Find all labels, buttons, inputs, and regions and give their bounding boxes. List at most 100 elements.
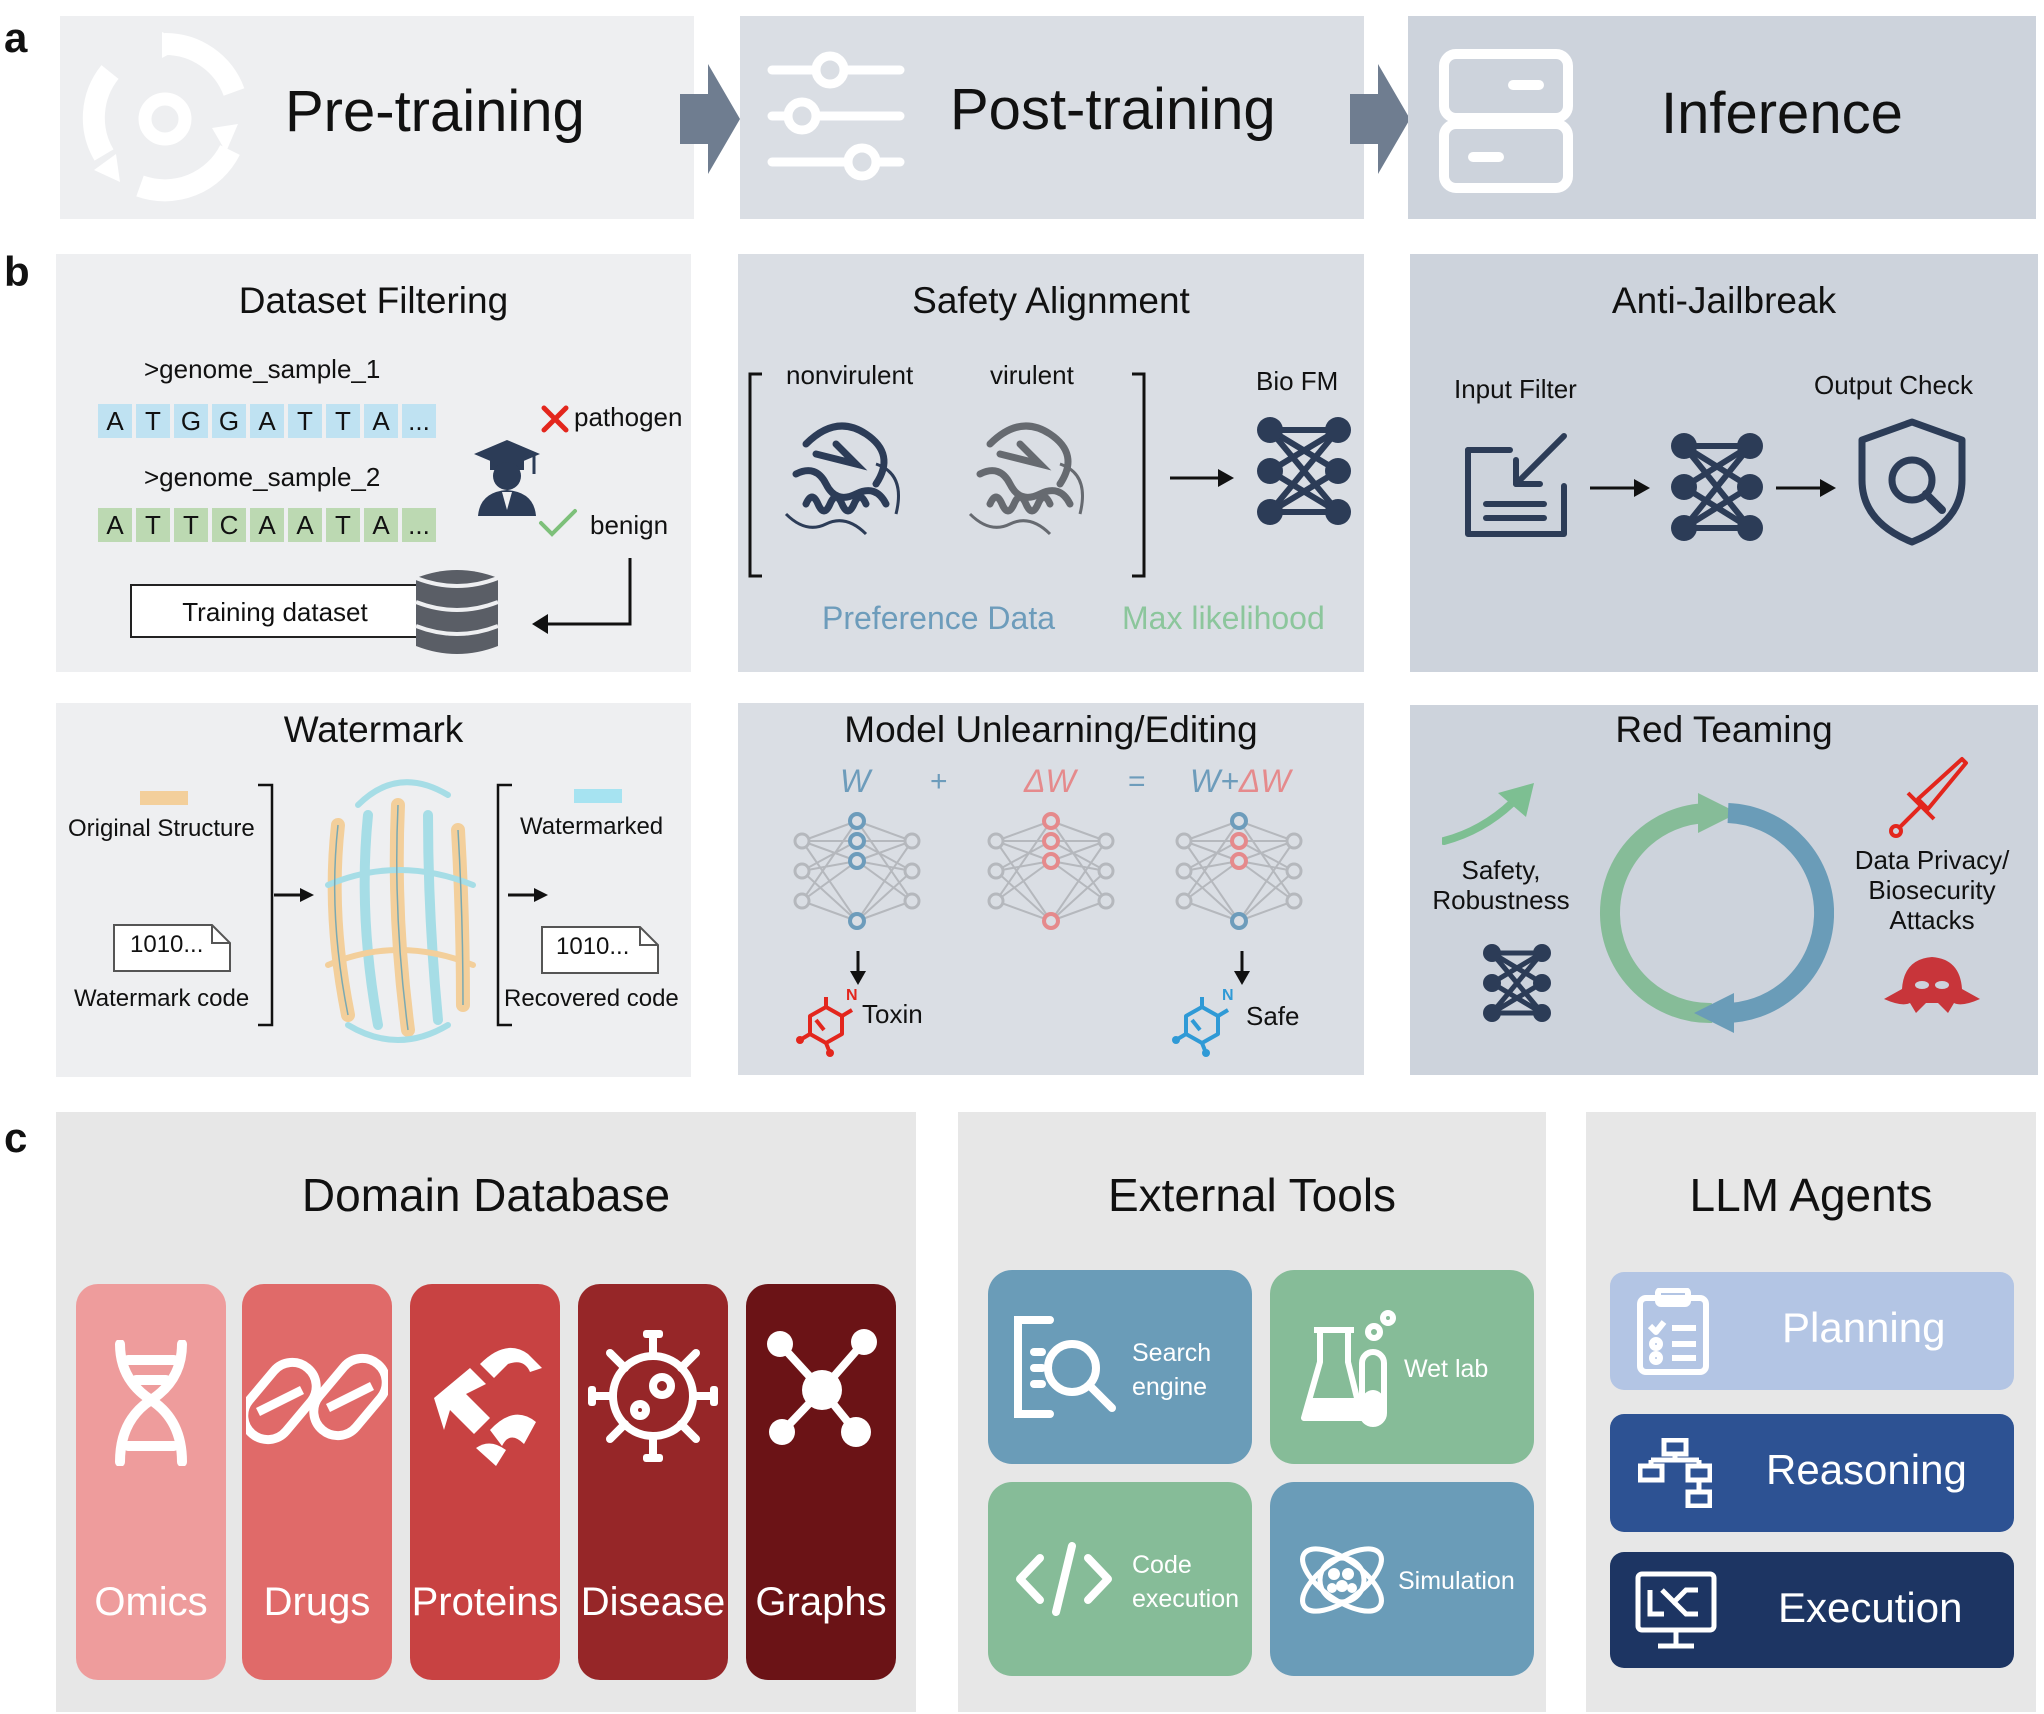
base: T bbox=[174, 508, 208, 542]
virulent-label: virulent bbox=[990, 360, 1074, 390]
base: ... bbox=[402, 508, 436, 542]
return-arrow-icon bbox=[532, 558, 632, 634]
bracket-left-icon bbox=[496, 783, 512, 1027]
database-icon bbox=[415, 570, 499, 654]
section-label-b: b bbox=[4, 248, 30, 295]
dataset-filtering-panel: Dataset Filtering >genome_sample_1 A T G… bbox=[56, 254, 691, 672]
neural-network-icon bbox=[1257, 417, 1351, 525]
arrow-down-icon bbox=[1234, 951, 1250, 985]
preference-data-label: Preference Data bbox=[822, 600, 1056, 636]
privacy-line-3: Attacks bbox=[1889, 905, 1975, 935]
section-label-a: a bbox=[4, 14, 28, 61]
bracket-right-icon bbox=[1132, 372, 1146, 578]
toxin-molecule-icon bbox=[796, 997, 854, 1057]
external-tools-panel: External Tools Search engine bbox=[958, 1112, 1546, 1712]
db-card-label: Proteins bbox=[411, 1580, 559, 1624]
db-card-proteins[interactable]: Proteins bbox=[410, 1284, 560, 1680]
base: G bbox=[174, 404, 208, 438]
arrow-right-icon bbox=[680, 64, 740, 174]
base: A bbox=[364, 508, 398, 542]
inference-panel: Inference bbox=[1408, 16, 2036, 219]
db-card-label: Graphs bbox=[755, 1580, 887, 1624]
anti-jailbreak-title: Anti-Jailbreak bbox=[1611, 280, 1837, 321]
section-label-c: c bbox=[4, 1114, 28, 1161]
anti-jailbreak-panel: Anti-Jailbreak Input Filter Output Check bbox=[1410, 254, 2038, 672]
watermarked-color-swatch bbox=[574, 789, 622, 803]
neural-network-icon bbox=[1671, 433, 1763, 541]
db-card-drugs[interactable]: Drugs bbox=[242, 1284, 392, 1680]
protein-icon bbox=[434, 1347, 542, 1466]
search-engine-label: Search engine bbox=[1132, 1336, 1211, 1404]
code-line-2: execution bbox=[1132, 1585, 1240, 1613]
trend-up-icon bbox=[1442, 783, 1534, 845]
base: A bbox=[98, 404, 132, 438]
biofm-label: Bio FM bbox=[1256, 366, 1339, 396]
llm-agents-panel: LLM Agents Planning bbox=[1586, 1112, 2036, 1712]
privacy-line-2: Biosecurity bbox=[1868, 875, 1996, 905]
genome-sample-1: >genome_sample_1 bbox=[144, 354, 381, 384]
unlearning-title: Model Unlearning/Editing bbox=[844, 709, 1258, 750]
w-plus-delta-label: W+ΔW bbox=[1190, 763, 1291, 799]
clipboard-icon bbox=[1637, 1288, 1709, 1375]
db-card-label: Disease bbox=[580, 1580, 726, 1624]
lab-flask-icon bbox=[1301, 1310, 1396, 1427]
input-document-icon bbox=[1465, 433, 1567, 537]
original-structure-label: Original Structure bbox=[68, 815, 255, 842]
cycle-arrows-icon bbox=[1600, 793, 1834, 1033]
agent-execution[interactable]: Execution bbox=[1610, 1552, 2014, 1668]
protein-structure-icon bbox=[784, 422, 900, 536]
base: ... bbox=[402, 404, 436, 438]
max-likelihood-label: Max likelihood bbox=[1122, 600, 1325, 636]
tool-simulation[interactable]: Simulation bbox=[1270, 1482, 1534, 1676]
base: T bbox=[288, 404, 322, 438]
pathogen-label: pathogen bbox=[574, 402, 683, 432]
agent-planning[interactable]: Planning bbox=[1610, 1272, 2014, 1390]
server-icon bbox=[1439, 49, 1573, 193]
training-dataset-label: Training dataset bbox=[182, 597, 368, 627]
pretraining-label: Pre-training bbox=[285, 79, 585, 144]
cross-icon bbox=[541, 405, 569, 433]
nonvirulent-label: nonvirulent bbox=[786, 360, 914, 390]
code-file-icon bbox=[113, 924, 231, 972]
db-card-disease[interactable]: Disease bbox=[578, 1284, 728, 1680]
code-file-icon bbox=[541, 926, 659, 974]
code-line-1: Code bbox=[1132, 1551, 1192, 1579]
sword-icon bbox=[1889, 757, 1968, 838]
safe-label: Safe bbox=[1246, 1001, 1300, 1031]
tool-wet-lab[interactable]: Wet lab bbox=[1270, 1270, 1534, 1464]
tool-search-engine[interactable]: Search engine bbox=[988, 1270, 1252, 1464]
search-line-2: engine bbox=[1132, 1373, 1208, 1401]
base: G bbox=[212, 404, 246, 438]
expert-icon bbox=[474, 440, 540, 516]
base: T bbox=[326, 404, 360, 438]
watermark-title: Watermark bbox=[283, 709, 464, 750]
tool-code-execution[interactable]: Code execution bbox=[988, 1482, 1252, 1676]
robustness-label: Robustness bbox=[1432, 885, 1570, 915]
safety-alignment-panel: Safety Alignment nonvirulent virulent bbox=[738, 254, 1364, 672]
hacker-icon bbox=[1884, 957, 1980, 1013]
simulation-label: Simulation bbox=[1398, 1567, 1515, 1595]
shield-search-icon bbox=[1858, 418, 1966, 546]
search-icon bbox=[1014, 1316, 1116, 1418]
code-icon bbox=[1016, 1542, 1112, 1616]
safety-alignment-title: Safety Alignment bbox=[912, 280, 1190, 321]
sliders-icon bbox=[767, 51, 905, 181]
base: C bbox=[212, 508, 246, 542]
bracket-right-icon bbox=[258, 783, 274, 1027]
base: T bbox=[136, 508, 170, 542]
sequence-2: A T T C A A T A ... bbox=[98, 508, 436, 542]
arrow-right-icon bbox=[274, 888, 314, 902]
pretraining-panel: Pre-training bbox=[60, 16, 694, 219]
db-card-omics[interactable]: Omics bbox=[76, 1284, 226, 1680]
w-label: W bbox=[840, 763, 871, 799]
inference-label: Inference bbox=[1661, 81, 1903, 146]
execution-label: Execution bbox=[1778, 1584, 1963, 1631]
arrow-right-icon bbox=[1590, 479, 1650, 497]
unlearning-panel: Model Unlearning/Editing W + ΔW = W+ΔW bbox=[738, 703, 1364, 1075]
agent-reasoning[interactable]: Reasoning bbox=[1610, 1414, 2014, 1532]
llm-agents-title: LLM Agents bbox=[1689, 1169, 1933, 1221]
hierarchy-icon bbox=[1638, 1438, 1712, 1508]
db-card-graphs[interactable]: Graphs bbox=[746, 1284, 896, 1680]
check-icon bbox=[539, 509, 577, 537]
base: A bbox=[250, 404, 284, 438]
